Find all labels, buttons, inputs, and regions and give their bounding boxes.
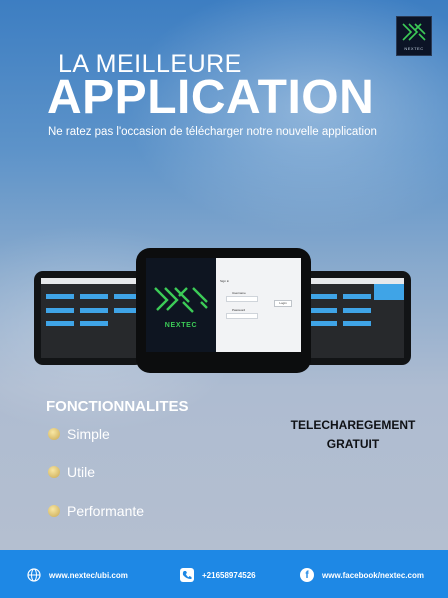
globe-icon (27, 568, 41, 582)
menu-button (46, 294, 74, 299)
footer-website[interactable]: www.nextec/ubi.com (27, 568, 128, 582)
facebook-icon: f (300, 568, 314, 582)
login-button[interactable]: Login (274, 300, 292, 307)
menu-button (46, 308, 74, 313)
username-label: Username (232, 291, 246, 295)
phone-icon (180, 568, 194, 582)
menu-button (309, 321, 337, 326)
login-logo-panel: NEXTEC (146, 258, 216, 352)
phone-number[interactable]: +21658974526 (202, 570, 256, 580)
tablet-main: NEXTEC Sign in Username Password Login (136, 248, 311, 373)
menu-button (343, 294, 371, 299)
tablet-right-screen (306, 278, 404, 358)
feature-item: Performante (48, 503, 144, 519)
promo-line1: TELECHAREGEMENT (290, 418, 416, 432)
tagline: Ne ratez pas l'occasion de télécharger n… (48, 126, 377, 138)
menu-button (114, 294, 142, 299)
menu-button (343, 321, 371, 326)
menu-button (114, 308, 142, 313)
tablet-left-screen (41, 278, 142, 358)
footer-bar: www.nextec/ubi.com +21658974526 f www.fa… (0, 550, 448, 598)
bullet-icon (48, 466, 60, 478)
menu-button (309, 308, 337, 313)
menu-button (80, 308, 108, 313)
password-input[interactable] (226, 313, 258, 319)
facebook-link[interactable]: www.facebook/nextec.com (322, 570, 424, 580)
login-title: Sign in (220, 279, 230, 283)
website-link[interactable]: www.nextec/ubi.com (49, 570, 128, 580)
brand-logo: NEXTEC (396, 16, 432, 56)
menu-button (309, 294, 337, 299)
username-input[interactable] (226, 296, 258, 302)
tablet-left (34, 271, 144, 365)
bullet-icon (48, 428, 60, 440)
menu-button (46, 321, 74, 326)
feature-label: Simple (67, 426, 110, 442)
feature-item: Utile (48, 464, 95, 480)
headline-line2: APPLICATION (47, 71, 375, 124)
feature-item: Simple (48, 426, 110, 442)
footer-facebook[interactable]: f www.facebook/nextec.com (300, 568, 424, 582)
menu-button (80, 321, 108, 326)
features-title: FONCTIONNALITES (46, 398, 189, 415)
menu-button (80, 294, 108, 299)
download-promo: TELECHAREGEMENT GRATUIT (283, 416, 423, 454)
tablet-right (301, 271, 411, 365)
tablet-main-screen: NEXTEC Sign in Username Password Login (146, 258, 301, 352)
login-logo-text: NEXTEC (164, 322, 198, 329)
logo-mark-icon (154, 287, 208, 313)
bullet-icon (48, 505, 60, 517)
feature-label: Performante (67, 503, 145, 519)
password-label: Password (232, 308, 246, 312)
menu-button (343, 308, 371, 313)
feature-label: Utile (67, 464, 96, 480)
promo-line2: GRATUIT (326, 437, 380, 451)
headline-line1: LA MEILLEURE (58, 50, 242, 78)
brand-logo-text: NEXTEC (404, 46, 424, 51)
logo-mark-icon (402, 23, 426, 41)
footer-phone[interactable]: +21658974526 (180, 568, 256, 582)
